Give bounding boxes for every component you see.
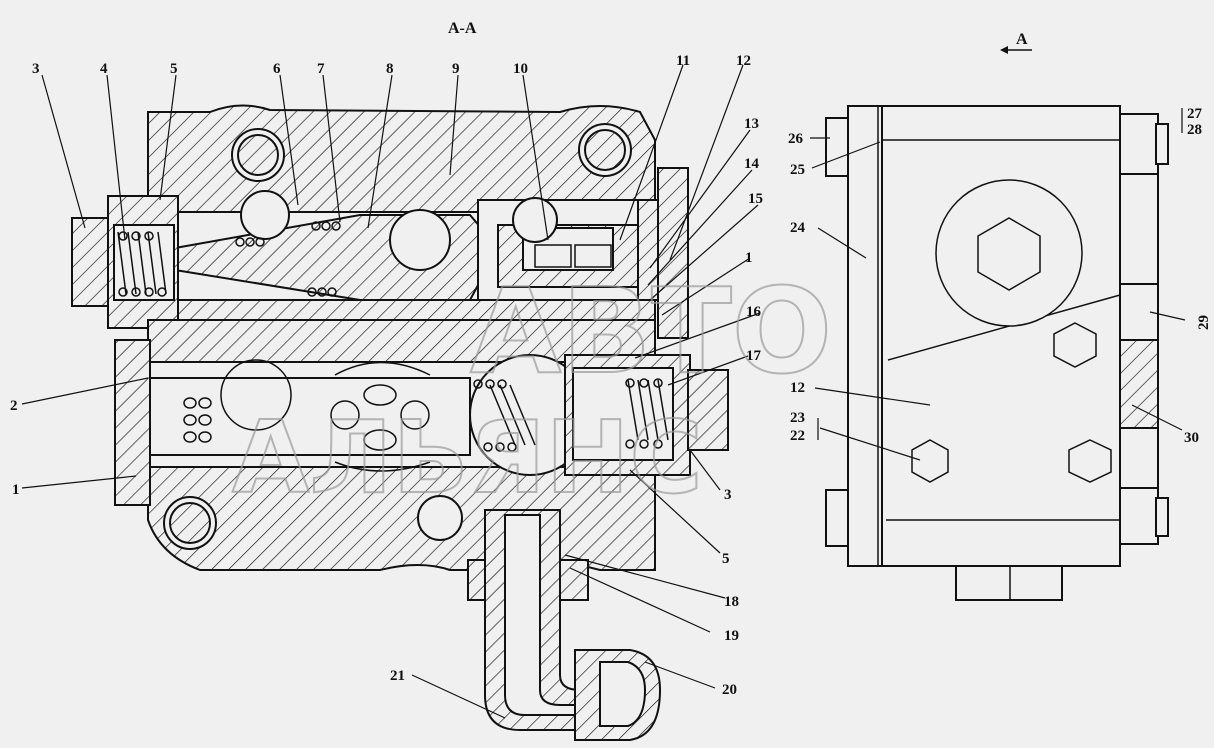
callout: 12	[736, 53, 751, 69]
callout: 5	[170, 61, 178, 77]
fitting-30	[1119, 339, 1159, 429]
fitting-top	[1119, 113, 1159, 175]
fitting-bottom	[1119, 487, 1159, 545]
arrow-icon	[1000, 46, 1008, 54]
callout: 5	[722, 551, 730, 567]
watermark: АВТО АЛЬЯНС	[231, 261, 833, 517]
spring-right	[625, 378, 669, 449]
bottom-port	[955, 565, 1063, 601]
callout: 1	[12, 482, 20, 498]
watermark-line1: АВТО	[470, 262, 832, 400]
spring-center	[473, 379, 536, 452]
hex-nut	[1053, 322, 1097, 368]
callout: 29	[1196, 315, 1212, 330]
fitting-bottom-cap	[1155, 497, 1169, 537]
callout: 30	[1184, 430, 1199, 446]
callout: 21	[390, 668, 405, 684]
callout: 22	[790, 428, 805, 444]
view-a-label: А	[1000, 31, 1032, 54]
bolt-head	[825, 117, 851, 177]
right-cap-chamber	[572, 367, 674, 461]
callout: 27	[1187, 106, 1203, 122]
exterior-view	[825, 105, 1169, 601]
callout: 18	[724, 594, 739, 610]
bolt	[169, 502, 211, 544]
callout: 20	[722, 682, 737, 698]
callout: 16	[746, 304, 762, 320]
flange-seal	[637, 199, 659, 301]
callout: 28	[1187, 122, 1202, 138]
bolt	[237, 134, 279, 176]
ball-center	[389, 209, 451, 271]
callout: 19	[724, 628, 739, 644]
callout: 2	[10, 398, 18, 414]
callout: 24	[790, 220, 806, 236]
leader-lines-right	[810, 108, 1186, 461]
valve-pin	[574, 244, 612, 268]
bolt	[584, 129, 626, 171]
callout: 17	[746, 348, 762, 364]
callouts-left: 3 4 5 6 7 8 9 10 11 12 13 14 15 1 16 17 …	[10, 53, 763, 698]
callout: 7	[317, 61, 325, 77]
spool	[149, 377, 471, 456]
side-block-low	[1119, 427, 1159, 489]
callout: 15	[748, 191, 763, 207]
spring-plunger	[235, 221, 341, 297]
cap-left	[71, 217, 111, 307]
side-block	[1119, 173, 1159, 285]
section-view	[71, 104, 729, 741]
callout: 3	[32, 61, 40, 77]
ball-upper	[240, 190, 290, 240]
callout: 11	[676, 53, 690, 69]
valve-pin	[534, 244, 572, 268]
end-cap-left	[114, 339, 151, 506]
hex-nut	[911, 439, 949, 483]
callout: 26	[788, 131, 804, 147]
watermark-line2: АЛЬЯНС	[232, 399, 703, 516]
callout: 6	[273, 61, 281, 77]
callouts-right: 26 25 24 27 28 29 12 23 22 30	[788, 106, 1212, 446]
callout: 12	[790, 380, 805, 396]
callout: 3	[724, 487, 732, 503]
callout: 9	[452, 61, 460, 77]
section-title: А-А	[448, 20, 477, 37]
spool-ports	[183, 359, 431, 472]
fitting-top-cap	[1155, 123, 1169, 165]
bolt-head	[825, 489, 851, 547]
pipe-nut-bore	[599, 661, 647, 727]
leader-lines-left	[21, 64, 761, 719]
bolt-hole	[417, 495, 463, 541]
callout: 1	[745, 250, 753, 266]
view-label: А	[1016, 31, 1028, 48]
right-plug	[687, 369, 729, 451]
callout: 4	[100, 61, 108, 77]
callout: 23	[790, 410, 805, 426]
callout: 25	[790, 162, 805, 178]
callout: 8	[386, 61, 394, 77]
end-plate	[847, 105, 883, 567]
hex-nut	[1068, 439, 1112, 483]
hex-plug	[977, 217, 1041, 291]
ball-valve	[512, 197, 558, 243]
callout: 14	[744, 156, 760, 172]
spring-left	[117, 231, 167, 297]
callout: 10	[513, 61, 528, 77]
callout: 13	[744, 116, 759, 132]
